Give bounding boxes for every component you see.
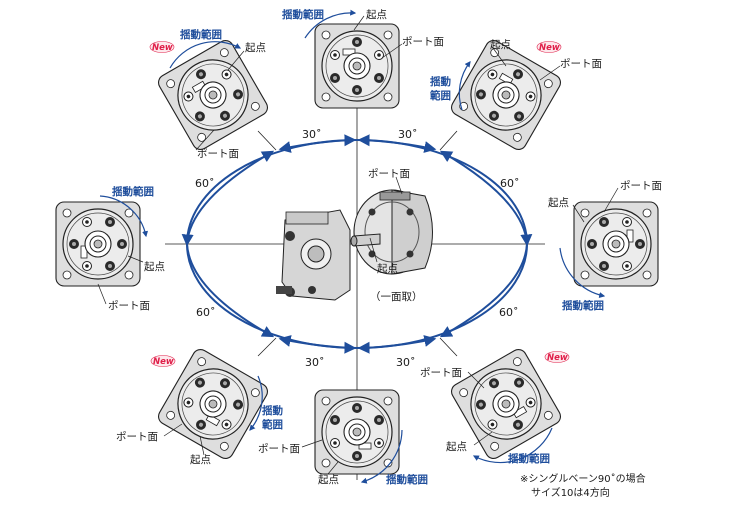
range-label-top-right-1: 揺動 [430, 75, 451, 88]
angle-label-bottom-right: 30˚ [396, 356, 416, 369]
kiten-label-bottom-left: 起点 [190, 454, 211, 466]
range-label-top-left: 揺動範囲 [180, 28, 222, 41]
angle-label-top-left: 30˚ [302, 128, 322, 141]
kiten-label-right: 起点 [548, 197, 569, 209]
port-label-top-right: ポート面 [560, 58, 602, 70]
new-badge-top-left: New [149, 41, 175, 53]
kiten-label-bottom: 起点 [318, 474, 339, 486]
kiten-label-bottom-right: 起点 [446, 441, 467, 453]
svg-text:New: New [152, 43, 173, 53]
svg-text:New: New [153, 357, 174, 367]
range-label-bottom-left-2: 範囲 [261, 418, 283, 431]
angle-label-bottom-left: 30˚ [305, 356, 325, 369]
port-label-top-left: ポート面 [197, 148, 239, 160]
actuator-view-top-left [155, 37, 271, 153]
range-label-bottom-left-1: 揺動 [262, 404, 283, 417]
port-label-bottom-right: ポート面 [420, 367, 462, 379]
ichimen-label-center: （一面取） [370, 291, 423, 303]
center-actuator-illustration [276, 189, 433, 301]
kiten-label-left: 起点 [144, 261, 165, 273]
range-label-left: 揺動範囲 [112, 185, 154, 198]
leader-lines [97, 15, 619, 475]
swing-range-arcs [99, 9, 606, 484]
angle-label-left-upper: 60˚ [195, 177, 215, 190]
actuator-view-right [573, 201, 659, 287]
port-label-center: ポート面 [368, 168, 410, 180]
actuator-view-left [55, 201, 141, 287]
port-label-bottom: ポート面 [258, 443, 300, 455]
range-label-bottom-right: 揺動範囲 [508, 452, 550, 465]
new-badge-bottom-left: New [150, 355, 176, 367]
angle-label-top-right: 30˚ [398, 128, 418, 141]
range-label-right: 揺動範囲 [562, 299, 604, 312]
svg-text:New: New [547, 353, 568, 363]
angle-label-right-upper: 60˚ [500, 177, 520, 190]
range-label-top: 揺動範囲 [282, 8, 324, 21]
port-label-left: ポート面 [108, 300, 150, 312]
angle-label-left-lower: 60˚ [196, 306, 216, 319]
range-label-top-right-2: 範囲 [429, 89, 451, 102]
footnote-line-2: サイズ10は4方向 [531, 486, 610, 499]
actuator-view-top-right [448, 37, 564, 153]
actuator-view-bottom [314, 389, 400, 475]
port-label-top: ポート面 [402, 36, 444, 48]
kiten-label-top-right: 起点 [490, 39, 511, 51]
new-badge-top-right: New [536, 41, 562, 53]
svg-text:New: New [539, 43, 560, 53]
rotation-ellipse [181, 134, 533, 354]
port-label-bottom-left: ポート面 [116, 431, 158, 443]
actuator-view-top [314, 23, 400, 109]
new-badge-bottom-right: New [544, 351, 570, 363]
kiten-label-top-left: 起点 [245, 42, 266, 54]
angle-label-right-lower: 60˚ [499, 306, 519, 319]
range-label-bottom: 揺動範囲 [386, 473, 428, 486]
footnote-line-1: ※シングルベーン90˚の場合 [520, 472, 646, 485]
kiten-label-center: 起点 [377, 263, 398, 275]
kiten-label-top: 起点 [366, 9, 387, 21]
port-label-right: ポート面 [620, 180, 662, 192]
